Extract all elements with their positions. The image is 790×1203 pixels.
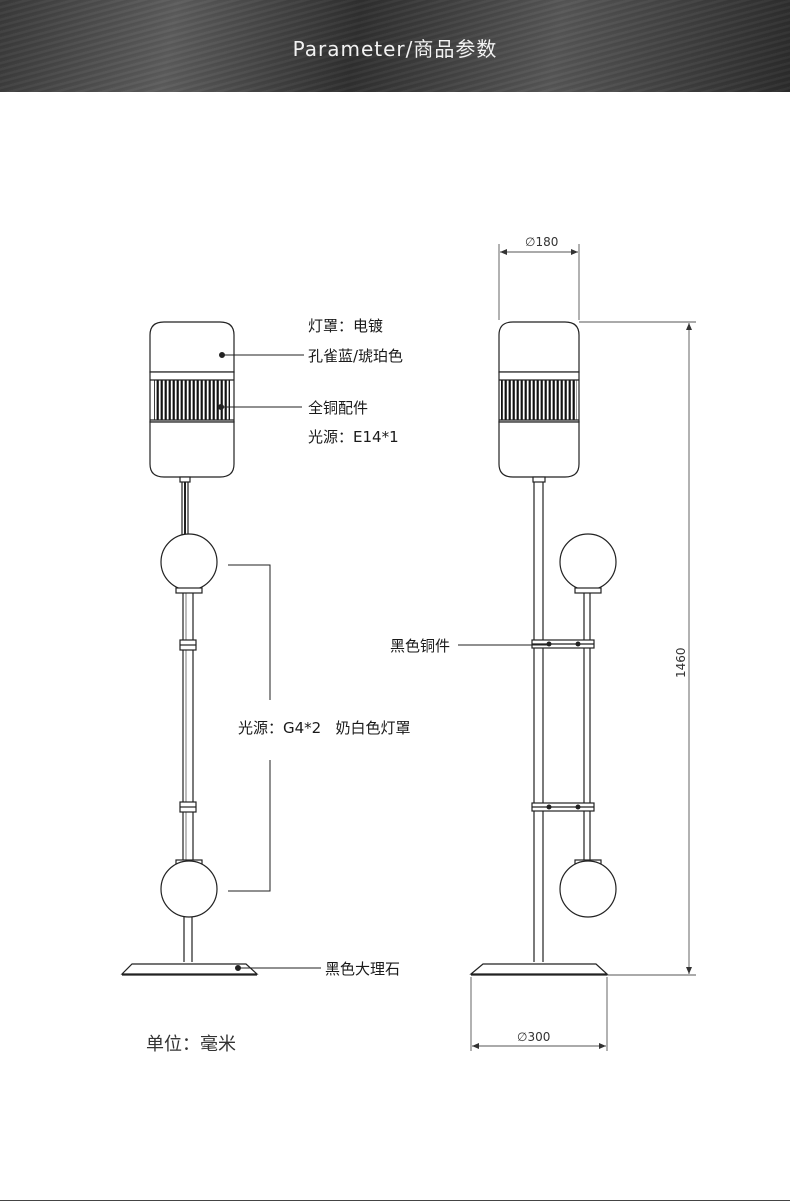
page-title: Parameter/商品参数 [292, 37, 498, 61]
front-globe-bottom [160, 860, 218, 918]
label-shade: 灯罩：电镀 [308, 317, 383, 335]
side-base [469, 963, 609, 975]
dim-height: 1460 [674, 647, 688, 678]
label-light-source-globes: 光源：G4*2 奶白色灯罩 [238, 719, 411, 737]
dim-base-diameter: ∅300 [517, 1030, 550, 1044]
front-shade [149, 321, 235, 483]
front-leaders [218, 352, 321, 971]
front-view [120, 321, 259, 976]
label-light-source-top: 光源：E14*1 [308, 428, 399, 446]
label-color: 孔雀蓝/琥珀色 [308, 347, 403, 365]
footer-divider [0, 1200, 790, 1201]
front-base [120, 963, 259, 975]
side-globe-top [559, 533, 617, 591]
side-globe-bottom [559, 860, 617, 918]
front-globe-top [160, 533, 218, 591]
page-header: Parameter/商品参数 [0, 0, 790, 92]
label-fittings: 全铜配件 [308, 399, 368, 417]
label-connector: 黑色铜件 [390, 637, 450, 655]
side-view [469, 321, 617, 976]
dimension-lines [470, 244, 696, 1051]
dim-shade-diameter: ∅180 [525, 235, 558, 249]
side-shade [498, 321, 580, 483]
unit-note: 单位：毫米 [146, 1034, 236, 1055]
label-base: 黑色大理石 [325, 960, 400, 978]
side-connector-bolts [546, 641, 581, 810]
